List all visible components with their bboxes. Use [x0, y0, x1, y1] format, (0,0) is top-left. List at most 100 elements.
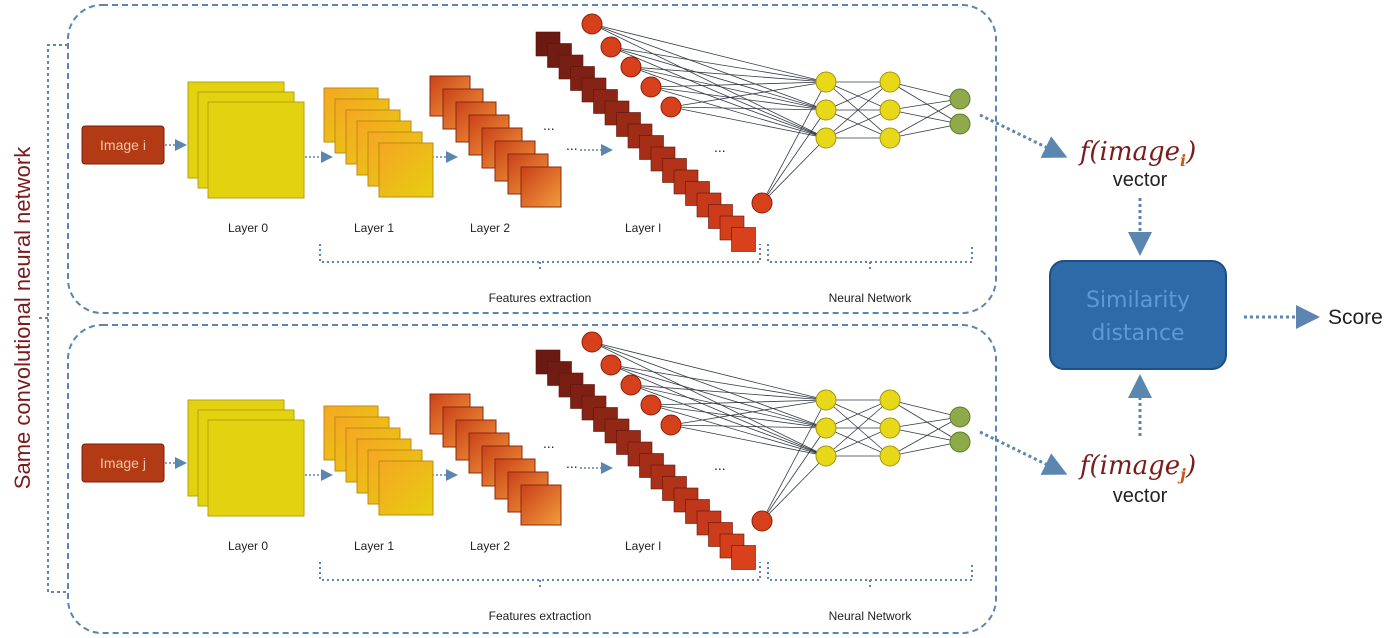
network-connection — [610, 46, 827, 139]
network-connection — [889, 98, 961, 111]
layer-l-label: Layer l — [625, 221, 661, 235]
layer-labels: Layer 0 Layer 1 Layer 2 Layer l — [228, 221, 661, 235]
network-connection — [761, 427, 827, 522]
layer-1-label: Layer 1 — [354, 221, 394, 235]
network-connection — [650, 404, 827, 429]
network-connection — [761, 455, 827, 522]
output-neuron — [949, 113, 971, 135]
network-brace — [767, 244, 973, 270]
network-connection — [610, 364, 827, 429]
ellipsis: ... — [566, 455, 578, 471]
input-neuron — [620, 374, 642, 396]
network-connection — [825, 109, 891, 139]
network-connection — [889, 81, 961, 100]
network-connection — [761, 137, 827, 204]
function-text: f(image — [1078, 451, 1180, 481]
feature-map — [378, 142, 434, 198]
input-neuron — [660, 96, 682, 118]
function-subscript: j — [1177, 465, 1186, 484]
feature-map — [520, 484, 562, 526]
output-neuron — [949, 88, 971, 110]
network-connection — [670, 106, 827, 111]
network-connection — [889, 109, 961, 125]
layer-2-label: Layer 2 — [470, 539, 510, 553]
output-neuron — [949, 406, 971, 428]
network-connection — [889, 399, 961, 418]
network-connection — [630, 384, 827, 429]
function-close: ) — [1185, 137, 1196, 167]
side-bracket — [38, 44, 68, 593]
network-connection — [610, 46, 827, 111]
network-connection — [591, 23, 827, 83]
output-vector-i: f(imagei) — [1078, 137, 1197, 170]
network-connection — [670, 424, 827, 457]
neural-network-label: Neural Network — [829, 609, 913, 623]
input-neuron — [581, 331, 603, 353]
layer-stacks — [165, 31, 756, 252]
ellipsis: ... — [543, 117, 555, 133]
score-label: Score — [1328, 306, 1383, 329]
branch-bottom: Image j Layer 0 Layer 1 Layer 2 Layer l … — [67, 324, 997, 634]
hidden-neuron — [815, 99, 837, 121]
network-connection — [610, 46, 827, 83]
hidden-neuron — [879, 71, 901, 93]
similarity-label-line2: distance — [1091, 321, 1184, 346]
network-connection — [889, 98, 961, 139]
similarity-box — [1049, 260, 1227, 370]
network-connection — [670, 106, 827, 139]
network-connection — [889, 81, 961, 125]
network-connection — [825, 81, 891, 111]
network-connection — [825, 399, 891, 429]
layer-0-label: Layer 0 — [228, 221, 268, 235]
branch-border — [67, 324, 997, 634]
ellipsis: ... — [714, 457, 726, 473]
features-extraction-label: Features extraction — [489, 291, 592, 305]
network-connection — [610, 364, 827, 401]
layer-2-label: Layer 2 — [470, 221, 510, 235]
neural-network — [581, 13, 971, 214]
branch-top: Image i Layer 0 Layer 1 Layer 2 Layer l … — [67, 4, 997, 314]
network-connection — [889, 123, 961, 139]
side-label: Same convolutional neural network — [10, 146, 35, 489]
layer-1-label: Layer 1 — [354, 539, 394, 553]
input-neuron — [751, 510, 773, 532]
input-neuron — [640, 394, 662, 416]
input-neuron — [640, 76, 662, 98]
features-brace — [319, 244, 761, 270]
network-connection — [670, 424, 827, 429]
network-connection — [591, 23, 827, 139]
function-text: f(image — [1078, 137, 1180, 167]
network-brace — [767, 562, 973, 588]
network-connection — [591, 341, 827, 401]
neural-network-label: Neural Network — [829, 291, 913, 305]
features-extraction-label: Features extraction — [489, 609, 592, 623]
image-label: Image i — [100, 137, 146, 153]
output-neuron — [949, 431, 971, 453]
hidden-neuron — [879, 127, 901, 149]
function-close: ) — [1185, 451, 1196, 481]
network-connection — [825, 399, 891, 457]
network-connection — [650, 399, 827, 406]
output-arrow-top — [979, 113, 1068, 158]
feature-map — [731, 227, 756, 252]
network-connection — [650, 81, 827, 88]
network-connection — [630, 66, 827, 83]
network-connection — [591, 341, 827, 429]
layer-labels: Layer 0 Layer 1 Layer 2 Layer l — [228, 539, 661, 553]
ellipsis: ... — [543, 435, 555, 451]
network-connection — [650, 404, 827, 457]
input-neuron — [660, 414, 682, 436]
image-label: Image j — [100, 455, 146, 471]
network-connection — [630, 384, 827, 457]
image-box — [81, 125, 165, 165]
input-neuron — [751, 192, 773, 214]
ellipsis: ... — [566, 137, 578, 153]
hidden-neuron — [815, 389, 837, 411]
image-box — [81, 443, 165, 483]
network-connection — [630, 66, 827, 111]
hidden-neuron — [879, 99, 901, 121]
hidden-neuron — [815, 127, 837, 149]
features-brace — [319, 562, 761, 588]
input-neuron — [600, 36, 622, 58]
